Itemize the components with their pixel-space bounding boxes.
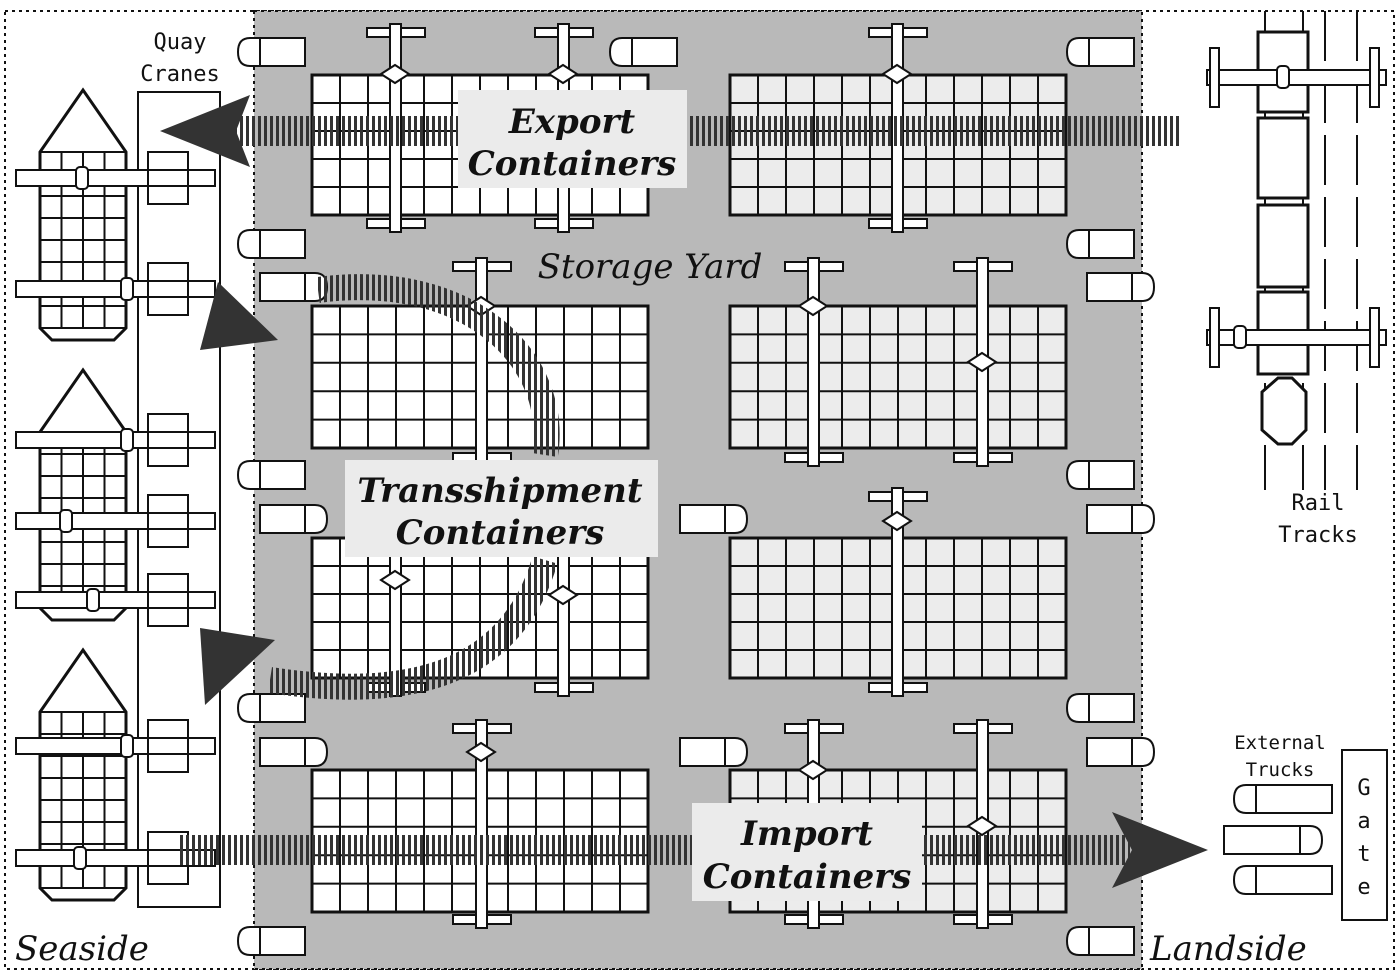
- rail-wagon: [1256, 203, 1310, 289]
- external-trucks-label-line1: External: [1234, 732, 1326, 754]
- gate-letter-e: e: [1357, 875, 1370, 900]
- quay-cranes-label-line1: Quay: [154, 30, 207, 55]
- yard-crane: [868, 487, 928, 697]
- quay-crane: [15, 494, 216, 548]
- export-flow-arrow: [160, 95, 1181, 167]
- rail-wagon: [1256, 116, 1310, 200]
- external-truck: [1232, 784, 1333, 814]
- rail-crane: [1206, 47, 1387, 108]
- internal-truck: [1065, 693, 1135, 723]
- internal-truck: [236, 37, 306, 67]
- gate-letter-g: G: [1357, 776, 1370, 801]
- internal-truck: [259, 504, 329, 534]
- internal-truck: [679, 504, 749, 534]
- export-label-line2: Containers: [468, 144, 677, 184]
- internal-truck: [1086, 272, 1156, 302]
- import-flow-arrow: [180, 812, 1208, 888]
- external-trucks-label-line2: Trucks: [1246, 759, 1315, 781]
- gate: [1341, 749, 1388, 921]
- internal-truck: [259, 272, 329, 302]
- storage-block: [728, 304, 1068, 450]
- import-label-box: [692, 803, 922, 901]
- internal-truck: [236, 229, 306, 259]
- internal-truck: [236, 460, 306, 490]
- landside-label: Landside: [1149, 929, 1307, 969]
- gate-letter-a: a: [1357, 809, 1370, 834]
- quay-crane: [15, 413, 216, 467]
- yard-crane: [953, 719, 1013, 929]
- internal-truck: [679, 737, 749, 767]
- seaside-label: Seaside: [15, 929, 149, 969]
- internal-truck: [1065, 460, 1135, 490]
- quay-crane: [15, 719, 216, 773]
- internal-truck: [236, 926, 306, 956]
- rail-crane: [1206, 307, 1387, 368]
- export-label-box: [458, 90, 687, 188]
- external-truck: [1232, 865, 1333, 895]
- yard-crane: [953, 257, 1013, 467]
- internal-truck: [1086, 504, 1156, 534]
- yard-crane: [452, 719, 512, 929]
- storage-yard-label: Storage Yard: [538, 247, 763, 287]
- external-truck: [1223, 825, 1324, 855]
- rail-tracks-label-line1: Rail: [1292, 491, 1345, 516]
- internal-truck: [236, 693, 306, 723]
- quay-crane-track: [137, 91, 221, 908]
- import-label-line2: Containers: [703, 857, 912, 897]
- yard-crane: [784, 257, 844, 467]
- internal-truck: [608, 37, 678, 67]
- internal-truck: [1065, 926, 1135, 956]
- container-ship: [38, 87, 128, 342]
- transshipment-label-line2: Containers: [396, 513, 605, 553]
- quay-crane: [15, 151, 216, 205]
- import-label-line1: Import: [740, 814, 873, 854]
- internal-truck: [1065, 229, 1135, 259]
- internal-truck: [259, 737, 329, 767]
- internal-truck: [1086, 737, 1156, 767]
- locomotive: [1260, 376, 1308, 446]
- container-ship: [38, 367, 128, 622]
- transshipment-label-box: [345, 460, 658, 557]
- export-label-line1: Export: [508, 102, 636, 142]
- quay-cranes-label-line2: Cranes: [140, 62, 219, 87]
- transshipment-flow-arrow: [200, 274, 560, 705]
- transshipment-label-line1: Transshipment: [357, 471, 643, 511]
- internal-truck: [1065, 37, 1135, 67]
- gate-letter-t: t: [1357, 842, 1370, 867]
- quay-crane: [15, 573, 216, 627]
- quay-crane: [15, 262, 216, 316]
- rail-tracks-label-line2: Tracks: [1278, 523, 1357, 548]
